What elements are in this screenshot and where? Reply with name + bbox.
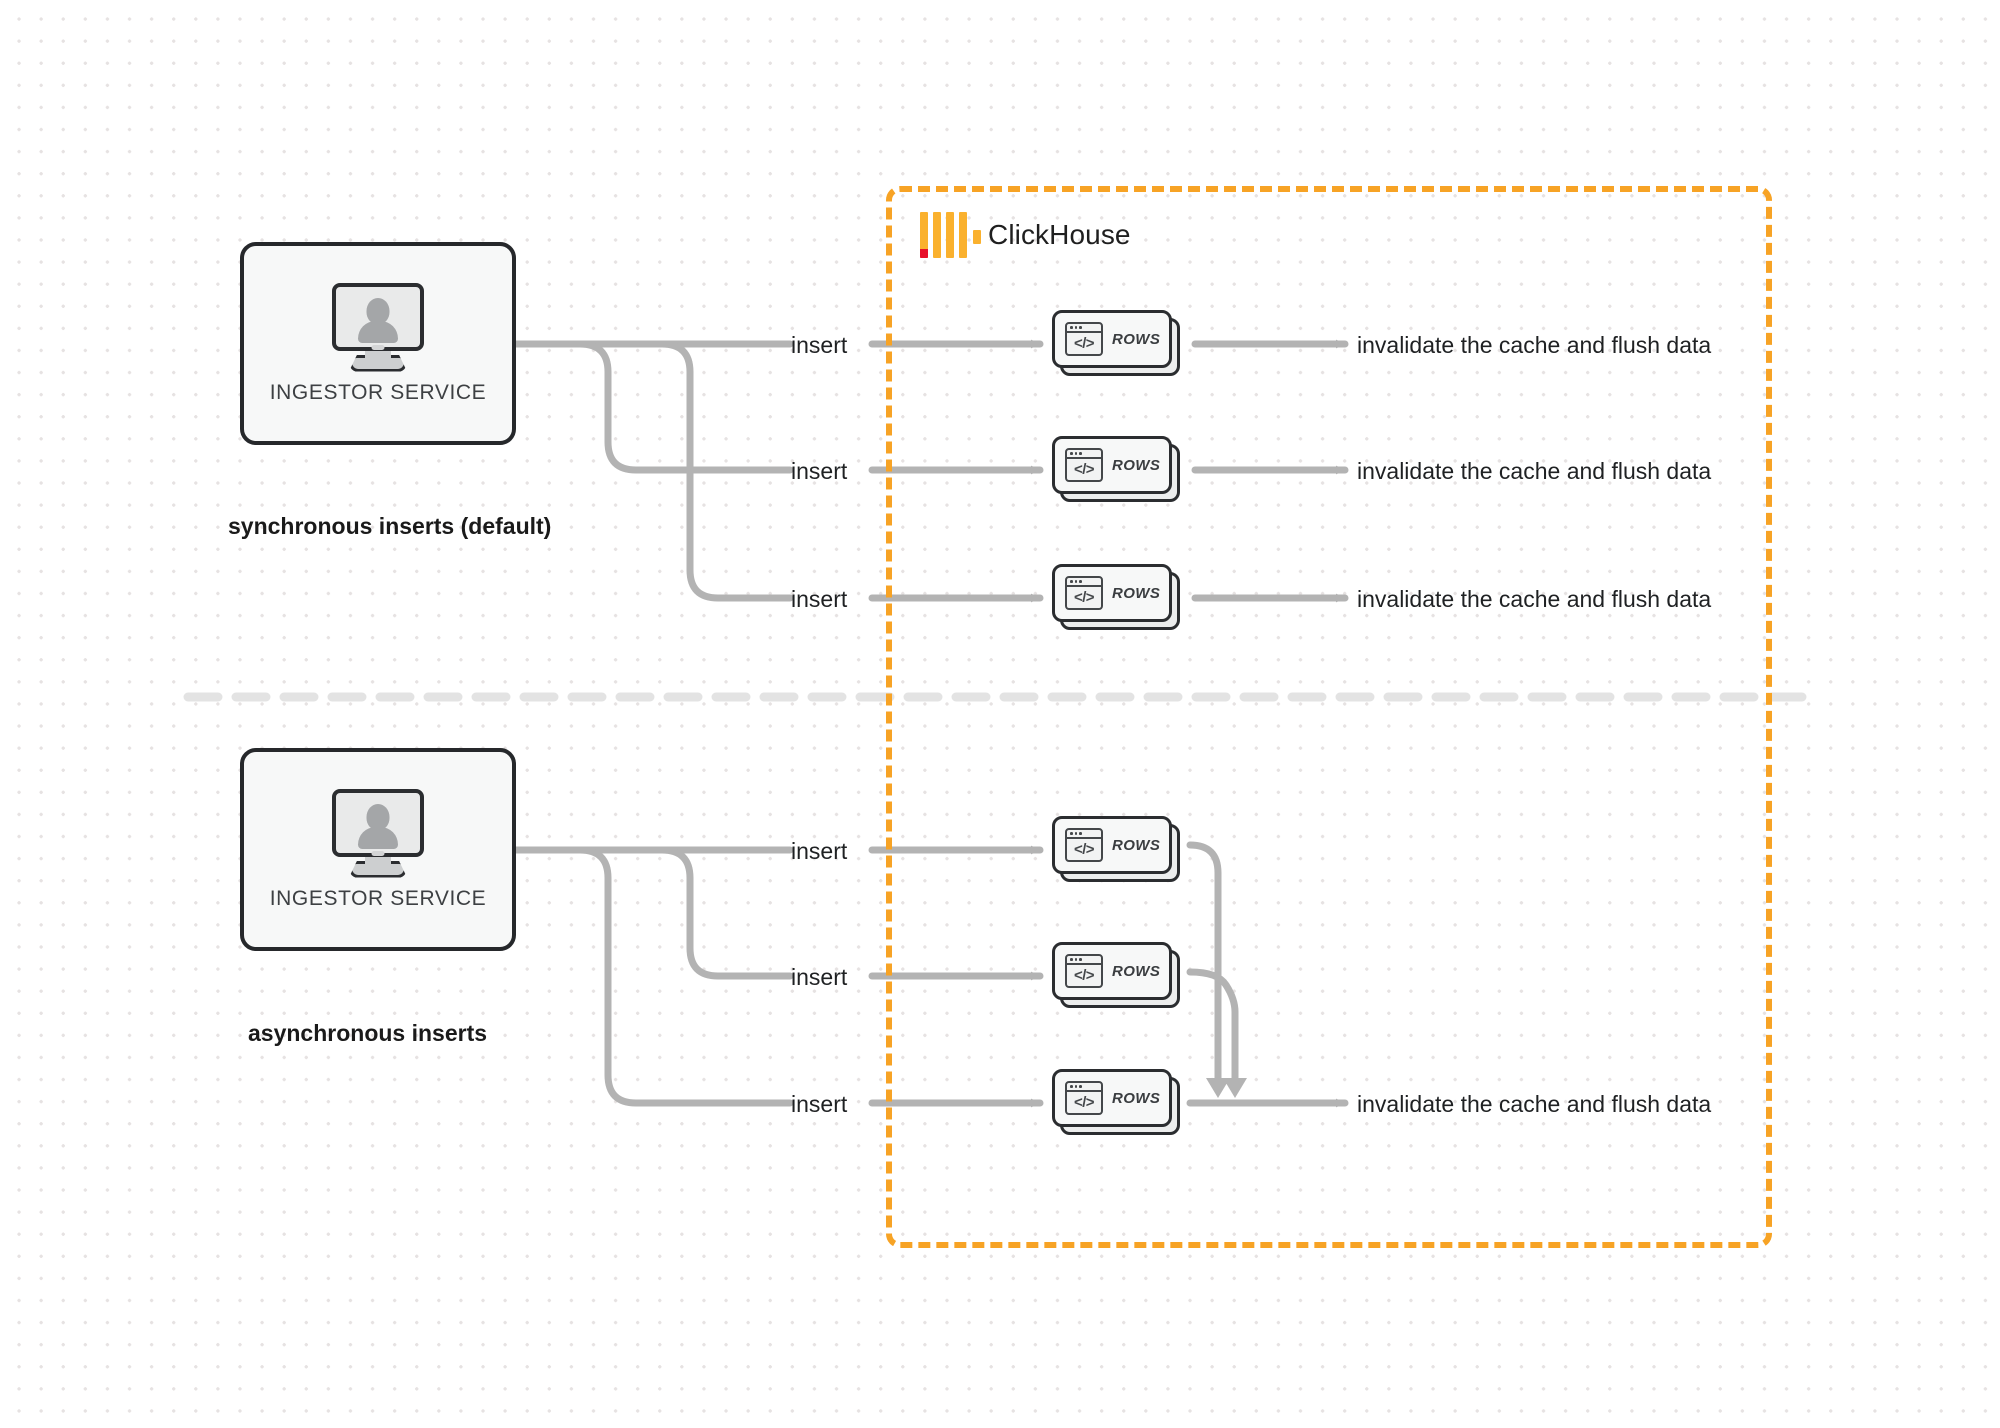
code-window-icon: </> [1065,828,1103,862]
monitor-screen-icon [332,282,424,351]
async-insert-label-3: insert [791,1091,848,1117]
rows-card-label: ROWS [1112,962,1161,980]
async-ingestor-service-node[interactable]: INGESTOR SERVICE [240,748,516,951]
monitor-notch-icon [371,850,385,856]
sync-section-caption: synchronous inserts (default) [228,513,552,539]
sync-branch-row2 [576,340,794,474]
sync-insert-label-2: insert [791,458,848,484]
async-rows-card-2[interactable]: </> ROWS [1052,942,1180,1008]
rows-card-front-sheet: </> ROWS [1052,1069,1172,1127]
code-window-icon: </> [1065,448,1103,482]
sync-rows-card-3[interactable]: </> ROWS [1052,564,1180,630]
async-section-caption: asynchronous inserts [248,1020,488,1046]
async-insert-label-2: insert [791,964,848,990]
async-branch-row3 [576,846,794,1107]
code-window-icon: </> [1065,954,1103,988]
sync-outcome-label-3: invalidate the cache and flush data [1357,586,1712,612]
async-merged-outcome-label: invalidate the cache and flush data [1357,1091,1712,1117]
async-ingestor-service-label: INGESTOR SERVICE [269,886,487,910]
user-body-icon [358,320,398,343]
rows-card-label: ROWS [1112,456,1161,474]
sync-insert-label-3: insert [791,586,848,612]
rows-card-label: ROWS [1112,330,1161,348]
logo-accent-square [920,249,928,258]
desktop-user-icon [328,282,428,372]
sync-branch-row3 [658,340,794,602]
window-titlebar [1067,450,1101,459]
code-glyph: </> [1074,335,1094,352]
user-head-icon [366,803,390,830]
logo-bar-2 [933,212,941,258]
rows-card-front-sheet: </> ROWS [1052,564,1172,622]
clickhouse-brand: ClickHouse [920,212,1131,258]
window-titlebar [1067,830,1101,839]
logo-bar-4 [959,212,967,258]
logo-bar-3 [946,212,954,258]
clickhouse-boundary [886,186,1772,1248]
rows-card-front-sheet: </> ROWS [1052,942,1172,1000]
async-rows-card-1[interactable]: </> ROWS [1052,816,1180,882]
window-titlebar [1067,956,1101,965]
code-window-icon: </> [1065,576,1103,610]
code-glyph: </> [1074,841,1094,858]
rows-card-front-sheet: </> ROWS [1052,816,1172,874]
code-glyph: </> [1074,461,1094,478]
sync-outcome-label-1: invalidate the cache and flush data [1357,332,1712,358]
code-window-icon: </> [1065,322,1103,356]
desktop-user-icon [328,788,428,878]
async-branch-row2 [658,846,794,980]
sync-rows-card-2[interactable]: </> ROWS [1052,436,1180,502]
monitor-neck-icon [365,350,391,361]
clickhouse-brand-label: ClickHouse [988,219,1131,250]
monitor-screen-icon [332,788,424,857]
rows-card-label: ROWS [1112,1089,1161,1107]
sync-ingestor-service-label: INGESTOR SERVICE [269,380,487,404]
sync-outcome-label-2: invalidate the cache and flush data [1357,458,1712,484]
code-glyph: </> [1074,1094,1094,1111]
logo-bar-1 [920,212,928,258]
logo-side-block [973,230,981,244]
code-glyph: </> [1074,967,1094,984]
user-head-icon [366,297,390,324]
async-rows-card-3[interactable]: </> ROWS [1052,1069,1180,1135]
code-window-icon: </> [1065,1081,1103,1115]
async-insert-label-1: insert [791,838,848,864]
code-glyph: </> [1074,589,1094,606]
monitor-neck-icon [365,856,391,867]
rows-card-front-sheet: </> ROWS [1052,436,1172,494]
rows-card-front-sheet: </> ROWS [1052,310,1172,368]
sync-rows-card-1[interactable]: </> ROWS [1052,310,1180,376]
rows-card-label: ROWS [1112,584,1161,602]
window-titlebar [1067,324,1101,333]
sync-ingestor-service-node[interactable]: INGESTOR SERVICE [240,242,516,445]
sync-insert-label-1: insert [791,332,848,358]
rows-card-label: ROWS [1112,836,1161,854]
window-titlebar [1067,578,1101,587]
monitor-notch-icon [371,344,385,350]
window-titlebar [1067,1083,1101,1092]
clickhouse-logo [920,212,981,258]
user-body-icon [358,826,398,849]
